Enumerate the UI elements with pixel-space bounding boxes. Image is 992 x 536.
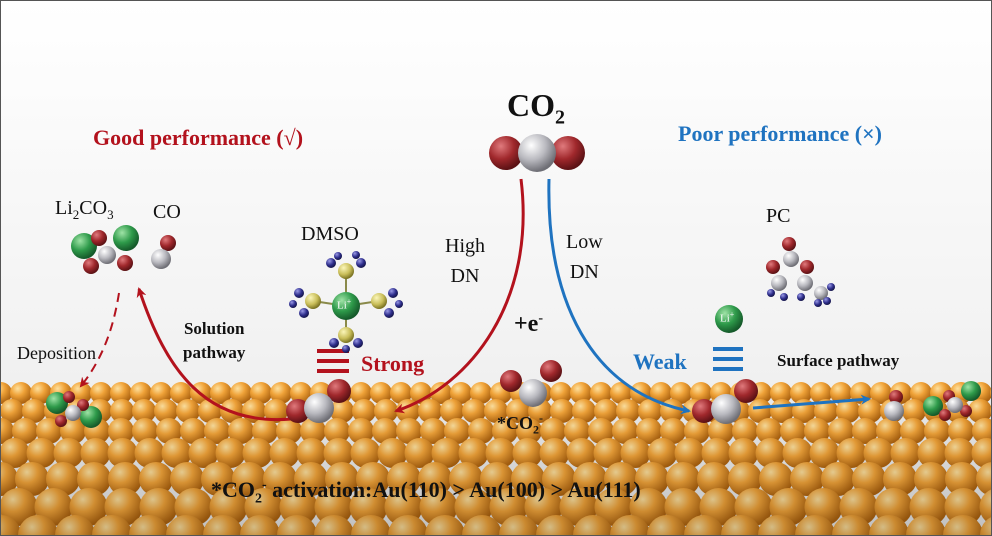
high-dn-arrow — [394, 178, 525, 414]
strong-label: Strong — [361, 351, 425, 376]
pc-molecule — [766, 237, 835, 307]
surface-li2co3-right — [923, 381, 981, 421]
li2co3-molecule — [71, 225, 139, 274]
electron-label: +e- — [514, 311, 543, 337]
surface-shade — [1, 381, 991, 535]
surface-pathway-label: Surface pathway — [777, 351, 900, 370]
co-label: CO — [153, 201, 181, 223]
activation-order-label: *CO2- activation:Au(110) > Au(100) > Au(… — [211, 477, 641, 507]
deposition-arrow — [79, 292, 120, 388]
adsorbed-co2-right — [692, 379, 758, 424]
deposited-li2co3-left — [46, 391, 102, 428]
dmso-label: DMSO — [301, 223, 359, 245]
deposition-label: Deposition — [17, 343, 96, 363]
low-dn-arrow — [547, 178, 691, 415]
adsorbed-co2-center — [500, 360, 562, 407]
surface-co-right — [884, 390, 904, 421]
good-performance-header: Good performance (√) — [93, 125, 304, 150]
li-ion-right — [715, 305, 743, 333]
adsorbed-co2-label: *CO2- — [497, 411, 543, 437]
li2co3-label: Li2CO3 — [55, 197, 114, 222]
surface-pathway-arrow — [752, 394, 871, 410]
dmso-li-complex — [289, 251, 403, 353]
co2-title: CO2 — [507, 87, 565, 129]
strong-interaction-lines — [317, 349, 349, 373]
li-ion-label-right: Li+ — [720, 310, 735, 325]
pc-label: PC — [766, 205, 791, 227]
co2-molecule-top — [489, 134, 585, 172]
poor-performance-header: Poor performance (×) — [678, 121, 882, 146]
solution-pathway-arrow — [136, 287, 292, 422]
li-ion-label-left: Li+ — [337, 297, 352, 312]
adsorbed-co2-left — [286, 379, 351, 423]
weak-label: Weak — [633, 349, 687, 374]
co-molecule — [151, 235, 176, 269]
weak-interaction-lines — [713, 347, 743, 371]
